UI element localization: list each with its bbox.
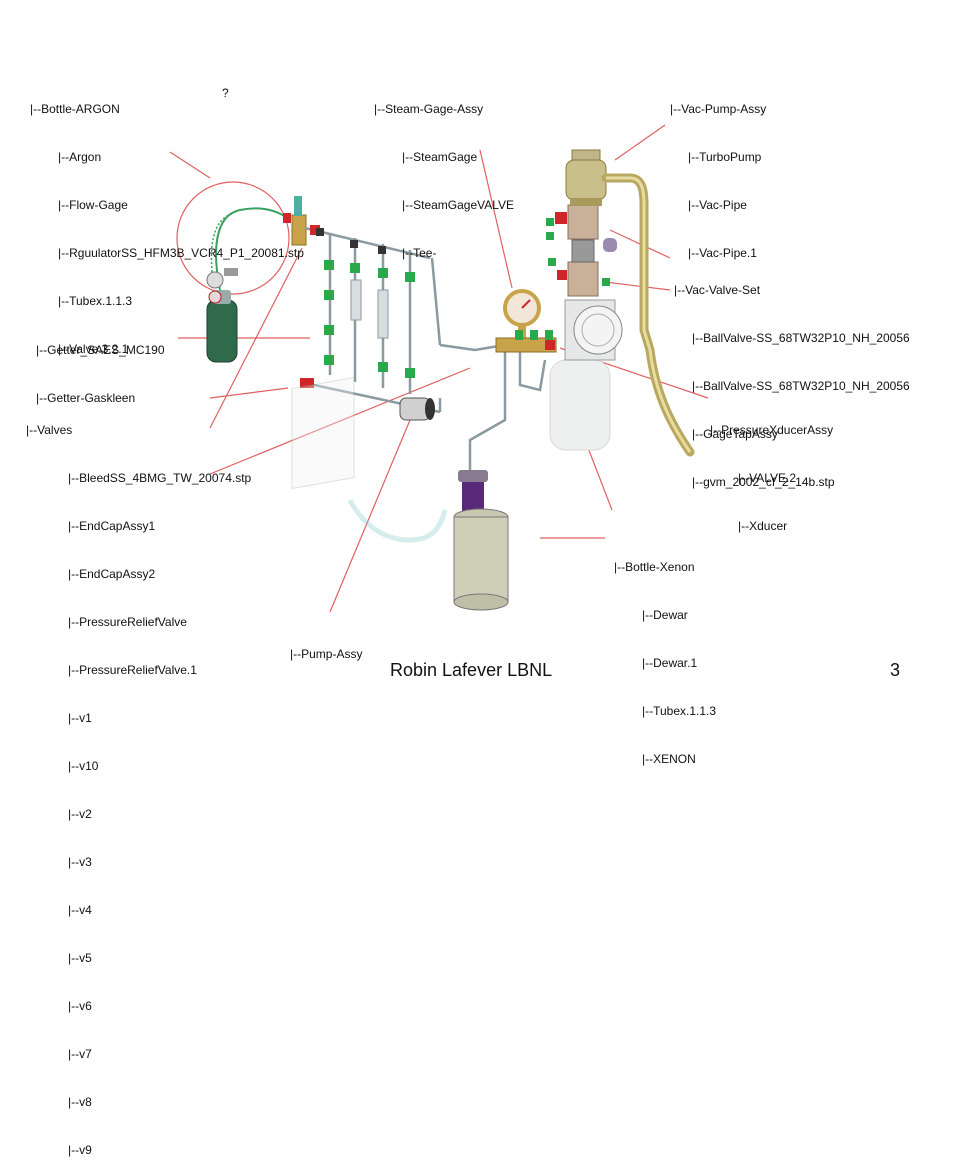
page-number: 3 — [890, 660, 901, 680]
leader-line-vacvalve2 — [604, 281, 671, 291]
group-bottle-xenon: |--Bottle-Xenon |--Dewar |--Dewar.1 |--T… — [614, 527, 716, 783]
group-item: |--v7 — [68, 1047, 92, 1061]
leader-line-valves2 — [209, 247, 303, 429]
group-bottle-argon: |--Bottle-ARGON |--Argon |--Flow-Gage |-… — [30, 69, 304, 373]
group-title: |--Steam-Gage-Assy — [374, 102, 484, 116]
group-title: |--Pump-Assy — [290, 647, 363, 661]
leader-line-valves — [209, 387, 289, 399]
group-title: |--Valves — [26, 423, 73, 437]
group-item: |--BleedSS_4BMG_TW_20074.stp — [68, 471, 252, 485]
turbo-pump — [565, 149, 607, 206]
group-item: |--v10 — [68, 759, 99, 773]
leader-line-steam — [479, 149, 513, 289]
leader-line-relief — [209, 367, 471, 475]
group-item: |--Tubex.1.1.3 — [642, 704, 717, 718]
group-item: |--Xducer — [738, 519, 788, 533]
group-vac-pump-assy: |--Vac-Pump-Assy |--TurboPump |--Vac-Pip… — [670, 69, 766, 277]
question-mark: ? — [222, 86, 229, 100]
group-item: |--Vac-Pipe.1 — [688, 246, 757, 260]
group-pump-assy: |--Pump-Assy — [290, 614, 362, 678]
group-item: |--gvm_2002_cf_2_14b.stp — [692, 475, 835, 489]
valves — [300, 225, 415, 388]
group-vac-valve-set: |--Vac-Valve-Set |--BallValve-SS_68TW32P… — [674, 250, 910, 506]
leader-line-vacpump — [614, 124, 666, 161]
group-item: |--SteamGage — [402, 150, 478, 164]
group-item: |--Tubex.1.1.3 — [58, 294, 133, 308]
group-item: |--BallValve-SS_68TW32P10_NH_20056 — [692, 331, 910, 345]
group-item: |--v1 — [68, 711, 92, 725]
group-pressure-xducer-assy: |--PressureXducerAssy |--VALVE.2 |--Xduc… — [710, 390, 833, 550]
group-item: |--v9 — [68, 1143, 92, 1157]
group-title: |--Vac-Valve-Set — [674, 283, 761, 297]
vac-valve-set — [546, 204, 617, 297]
pressure-xducer — [495, 330, 557, 353]
group-item: |--SteamGageVALVE — [402, 198, 515, 212]
group-item: |--TurboPump — [688, 150, 762, 164]
group-item: |--v5 — [68, 951, 92, 965]
getters — [350, 279, 389, 339]
group-title: |--PressureXducerAssy — [710, 423, 834, 437]
group-item: |--PressureReliefValve.1 — [68, 663, 197, 677]
group-valves: |--Valves |--BleedSS_4BMG_TW_20074.stp |… — [26, 390, 251, 1174]
group-item: |--v3 — [68, 855, 92, 869]
group-item: |--Valve.3.2.1 — [58, 342, 129, 356]
electronics-box — [291, 376, 448, 543]
group-title: |--Bottle-ARGON — [30, 102, 120, 116]
group-item: |--EndCapAssy2 — [68, 567, 156, 581]
group-item: |--BallValve-SS_68TW32P10_NH_20056 — [692, 379, 910, 393]
group-item: |--GageTapAssy — [692, 427, 778, 441]
group-item: |--Dewar.1 — [642, 656, 698, 670]
argon-bottle — [206, 268, 238, 363]
group-item: |--v4 — [68, 903, 92, 917]
group-item: |--Tee- — [402, 246, 437, 260]
group-title: |--Getter_SAES_MC190 — [36, 343, 165, 357]
group-item: |--Dewar — [642, 608, 688, 622]
group-item: |--PressureReliefValve — [68, 615, 187, 629]
group-item: |--v8 — [68, 1095, 92, 1109]
group-item: |--EndCapAssy1 — [68, 519, 156, 533]
footer-author: Robin Lafever LBNL — [390, 660, 553, 680]
argon-coil — [215, 207, 291, 291]
group-item: |--v2 — [68, 807, 92, 821]
group-title: |--Bottle-Xenon — [614, 560, 695, 574]
group-item: |--Flow-Gage — [58, 198, 128, 212]
leader-line-pump — [329, 419, 411, 613]
regulator — [283, 196, 307, 246]
group-getter: |--Getter_SAES_MC190 |--Getter-Gaskleen — [36, 310, 165, 422]
vacuum-chamber — [549, 299, 623, 451]
group-item: |--XENON — [642, 752, 696, 766]
leader-line-xenon2 — [584, 439, 613, 511]
group-title: |--Vac-Pump-Assy — [670, 102, 767, 116]
group-item: |--v6 — [68, 999, 92, 1013]
pump-assy — [399, 397, 435, 421]
group-steam-gage-assy: |--Steam-Gage-Assy |--SteamGage |--Steam… — [374, 69, 514, 277]
group-item: |--Getter-Gaskleen — [36, 391, 136, 405]
xenon-assembly — [453, 470, 509, 611]
group-item: |--VALVE.2 — [738, 471, 797, 485]
apparatus-diagram — [169, 124, 709, 613]
group-item: |--RguulatorSS_HFM3B_VCR4_P1_20081.stp — [58, 246, 304, 260]
highlight-circle — [176, 181, 290, 295]
group-item: |--Argon — [58, 150, 102, 164]
leader-line-argon — [169, 151, 211, 179]
group-item: |--Vac-Pipe — [688, 198, 747, 212]
